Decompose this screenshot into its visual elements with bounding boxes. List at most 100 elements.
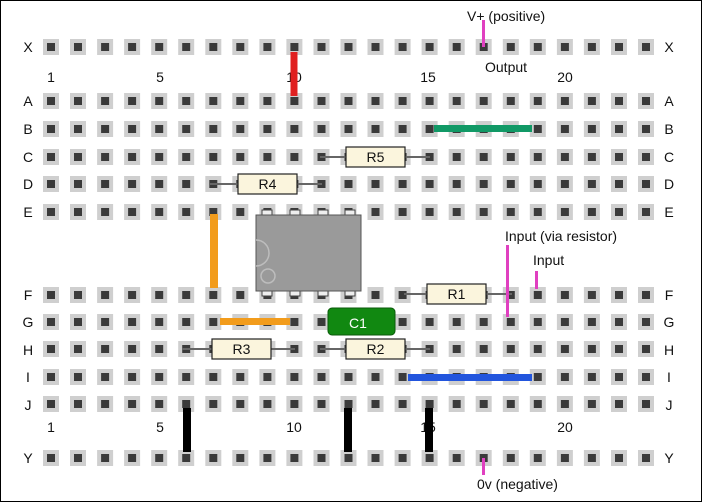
hole	[155, 291, 164, 299]
hole	[74, 97, 82, 105]
hole	[398, 400, 407, 408]
hole	[615, 373, 623, 381]
hole	[425, 180, 434, 188]
hole	[236, 153, 245, 161]
row-label-h: H	[23, 342, 33, 358]
vplus-marker	[482, 20, 485, 47]
hole	[209, 400, 218, 408]
hole	[452, 43, 461, 51]
hole	[290, 373, 299, 381]
column-number-5: 5	[156, 419, 164, 435]
hole	[533, 373, 542, 381]
hole	[642, 153, 650, 161]
hole	[452, 318, 461, 326]
hole	[209, 153, 218, 161]
hole	[506, 43, 515, 51]
row-label-h: H	[664, 342, 674, 358]
hole	[560, 97, 569, 105]
hole	[533, 454, 542, 462]
hole	[47, 454, 55, 462]
row-labels-left: X A B C D E F G H I J Y	[23, 39, 34, 466]
red-wire[interactable]	[290, 52, 298, 96]
capacitor-c1[interactable]: C1	[327, 307, 396, 336]
hole	[182, 180, 191, 188]
hole	[263, 454, 272, 462]
hole	[182, 97, 191, 105]
hole	[47, 180, 55, 188]
hole	[263, 373, 272, 381]
resistor-r2[interactable]: R2	[320, 338, 430, 360]
hole	[128, 345, 137, 353]
hole	[560, 291, 569, 299]
orange-wire-vertical[interactable]	[210, 214, 218, 288]
hole	[155, 318, 164, 326]
hole	[642, 97, 650, 105]
hole	[101, 318, 110, 326]
hole	[587, 208, 596, 216]
row-label-i: I	[667, 369, 671, 385]
green-wire[interactable]	[434, 125, 532, 132]
hole	[290, 400, 299, 408]
hole	[398, 43, 407, 51]
ic-chip[interactable]	[255, 209, 362, 297]
hole	[371, 373, 380, 381]
hole	[182, 208, 191, 216]
black-wire-col12[interactable]	[344, 408, 352, 452]
hole	[506, 318, 515, 326]
column-number-10: 10	[286, 419, 302, 435]
resistor-r5[interactable]: R5	[320, 146, 430, 168]
hole	[263, 400, 272, 408]
hole	[74, 345, 82, 353]
hole	[101, 97, 110, 105]
hole	[452, 400, 461, 408]
hole	[642, 400, 650, 408]
hole	[155, 400, 164, 408]
input-marker	[535, 271, 538, 289]
black-wire-col15[interactable]	[425, 408, 433, 452]
hole	[128, 373, 137, 381]
black-wire-col6[interactable]	[183, 408, 191, 452]
hole	[236, 97, 245, 105]
hole	[506, 97, 515, 105]
hole	[587, 373, 596, 381]
resistor-body	[237, 173, 298, 195]
hole	[155, 43, 164, 51]
column-number-15: 15	[420, 69, 436, 85]
hole	[642, 43, 650, 51]
hole	[587, 345, 596, 353]
hole	[155, 345, 164, 353]
resistor-body	[345, 338, 406, 360]
hole	[344, 180, 353, 188]
hole	[344, 43, 353, 51]
hole	[236, 125, 245, 133]
hole	[587, 125, 596, 133]
hole	[209, 454, 218, 462]
resistor-r4[interactable]: R4	[210, 173, 322, 195]
hole	[587, 180, 596, 188]
resistor-label: R3	[233, 341, 251, 357]
hole	[642, 291, 650, 299]
hole	[344, 373, 353, 381]
row-label-g: G	[23, 314, 34, 330]
hole	[533, 318, 542, 326]
row-label-c: C	[664, 149, 674, 165]
blue-wire[interactable]	[408, 374, 532, 381]
hole	[128, 318, 137, 326]
hole	[47, 125, 55, 133]
resistor-r3[interactable]: R3	[182, 338, 295, 360]
row-label-y: Y	[664, 450, 674, 466]
hole	[560, 125, 569, 133]
row-label-d: D	[664, 176, 674, 192]
hole	[290, 153, 299, 161]
orange-wire-horizontal[interactable]	[220, 318, 290, 325]
hole	[209, 97, 218, 105]
hole	[128, 125, 137, 133]
hole	[182, 318, 191, 326]
row-label-a: A	[664, 93, 674, 109]
hole	[533, 345, 542, 353]
hole	[425, 318, 434, 326]
hole	[155, 97, 164, 105]
resistor-r1[interactable]: R1	[404, 283, 512, 305]
hole	[425, 454, 434, 462]
hole	[371, 208, 380, 216]
